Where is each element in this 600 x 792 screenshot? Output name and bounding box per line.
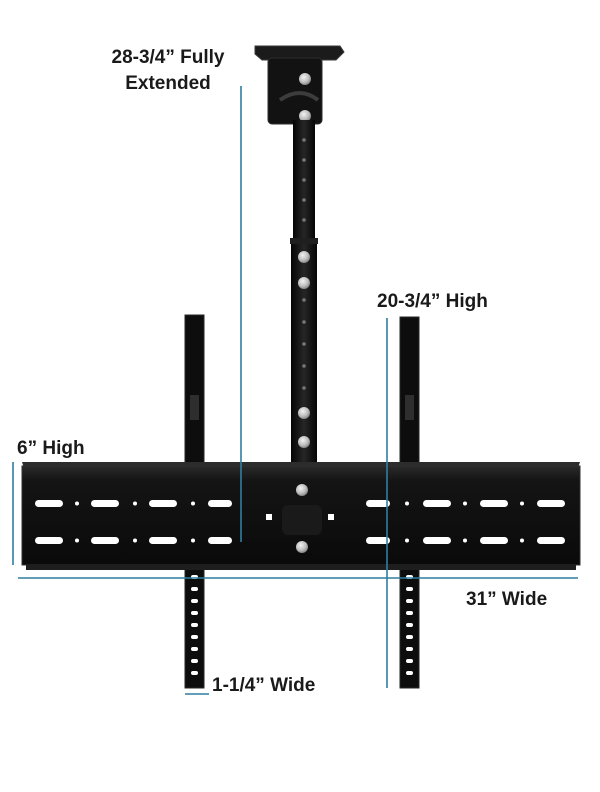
ceiling-bracket <box>254 45 345 125</box>
right-arm-holes <box>406 575 413 675</box>
bracket-bolt-bottom <box>299 110 311 122</box>
plate-bolt-bottom <box>296 541 308 553</box>
label-width-31: 31” Wide <box>466 589 548 610</box>
label-fully-extended: 28-3/4” Fully Extended <box>111 47 225 94</box>
label-height-6: 6” High <box>17 438 85 459</box>
plate-slots-bottom <box>35 537 565 544</box>
dimension-lines <box>12 86 578 695</box>
right-vertical-arm <box>399 316 420 689</box>
horizontal-mounting-plate <box>21 462 581 570</box>
pole-holes <box>302 138 306 390</box>
left-vertical-arm <box>184 314 205 689</box>
label-height-20: 20-3/4” High <box>377 291 488 312</box>
plate-bolt-top <box>296 484 308 496</box>
plate-slots-top <box>35 500 565 507</box>
label-width-1: 1-1/4” Wide <box>212 675 316 696</box>
left-arm-holes <box>191 575 198 675</box>
bracket-bolt-top <box>299 73 311 85</box>
telescoping-pole <box>290 120 318 462</box>
